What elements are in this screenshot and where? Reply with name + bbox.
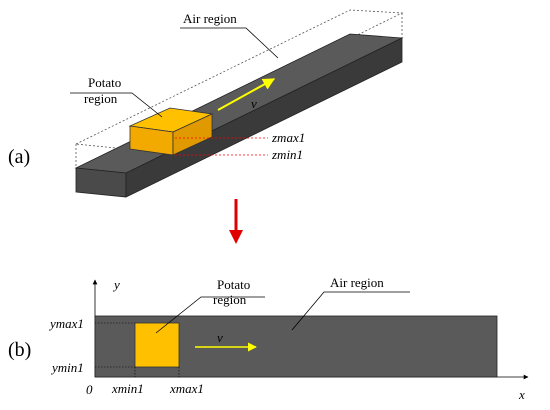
zmax-label: zmax1 xyxy=(271,130,305,145)
potato-rect xyxy=(134,322,180,368)
origin-label: 0 xyxy=(86,382,93,397)
zmin-label: zmin1 xyxy=(271,147,303,162)
potato-label-a-line2: region xyxy=(84,91,118,106)
slab-front xyxy=(75,167,127,198)
slab-3d xyxy=(74,33,404,198)
velocity-label-b: v xyxy=(217,330,223,345)
potato-leader-a xyxy=(70,92,163,118)
air-region-leader-a xyxy=(180,27,279,59)
xmax-label: xmax1 xyxy=(169,381,204,396)
down-arrow-icon xyxy=(229,199,243,244)
potato-label-a-line1: Potato xyxy=(88,75,121,90)
slab-side xyxy=(125,37,403,198)
potato-label-b-line2: region xyxy=(213,292,247,307)
potato-block-3d xyxy=(128,107,214,156)
y-axis-label: y xyxy=(112,277,120,292)
velocity-label-a: v xyxy=(251,96,257,111)
air-region-label-a: Air region xyxy=(183,11,237,26)
potato-side xyxy=(172,113,213,156)
panel-label-a: (a) xyxy=(8,146,30,168)
potato-label-b-line1: Potato xyxy=(217,277,250,292)
xmin-label: xmin1 xyxy=(111,381,144,396)
x-axis-label: x xyxy=(518,387,525,402)
part-b: y x 0 ymax1 ymin1 xmin1 xmax1 v Potato r… xyxy=(8,275,529,402)
part-a: v zmax1 zmin1 Air region Potato region (… xyxy=(8,9,404,198)
air-region-leader-b xyxy=(291,291,410,331)
guide-lines-b xyxy=(95,322,180,377)
ymin-label: ymin1 xyxy=(50,360,84,375)
panel-label-b: (b) xyxy=(8,339,31,361)
potato-leader-b xyxy=(155,296,265,334)
slab-top xyxy=(74,33,404,174)
velocity-arrow-a xyxy=(217,78,276,111)
ymax-label: ymax1 xyxy=(48,316,84,331)
air-region-label-b: Air region xyxy=(330,275,384,290)
